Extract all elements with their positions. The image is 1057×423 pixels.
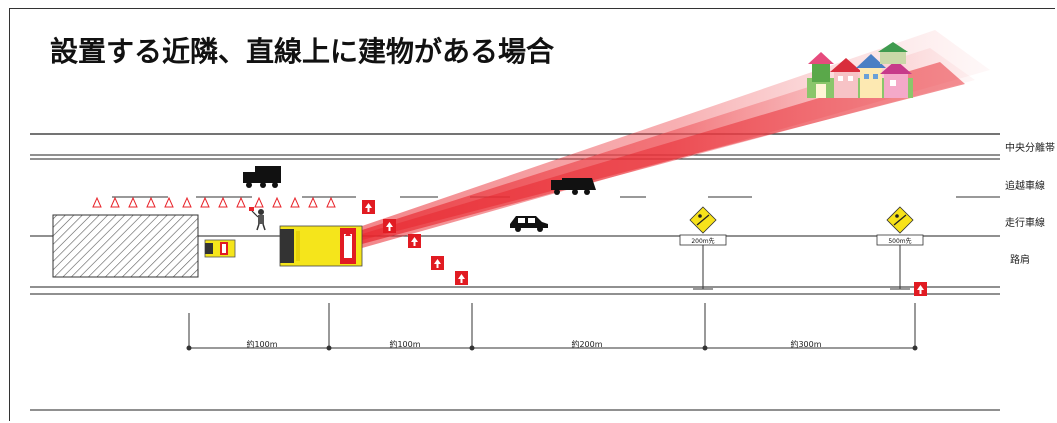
- page-title: 設置する近隣、直線上に建物がある場合: [50, 35, 555, 68]
- distance-label: 約200m: [571, 340, 603, 349]
- work-zone-block: [52, 214, 199, 278]
- lane-label-driving: 走行車線: [1005, 218, 1045, 229]
- sign-label-500m: 500m先: [888, 238, 912, 245]
- distance-scale: [186, 303, 918, 351]
- arrow-board: [455, 271, 468, 285]
- flagman-figure: [249, 207, 266, 231]
- houses-illustration: [807, 42, 913, 98]
- arrow-board: [362, 200, 375, 214]
- warning-sign-500m: [876, 206, 924, 290]
- traffic-cones: [92, 196, 336, 208]
- dump-truck-icon: [551, 178, 596, 195]
- lane-label-passing: 追越車線: [1005, 181, 1045, 192]
- arrow-board-truck: [279, 225, 363, 267]
- small-truck: [204, 239, 236, 258]
- arrow-board: [408, 234, 421, 248]
- truck-icon-upper: [243, 166, 281, 188]
- arrow-board: [383, 219, 396, 233]
- diagram-frame: [9, 8, 1055, 421]
- arrow-board: [914, 282, 927, 296]
- road-lines: [30, 133, 1000, 411]
- car-icon: [510, 216, 548, 232]
- lane-label-shoulder: 路肩: [1010, 255, 1030, 266]
- lane-label-median: 中央分離帯: [1005, 143, 1055, 154]
- warning-sign-200m: [679, 206, 727, 290]
- arrow-board: [431, 256, 444, 270]
- sign-label-200m: 200m先: [691, 238, 715, 245]
- arrow-boards: [362, 200, 927, 296]
- distance-label: 約100m: [389, 340, 421, 349]
- distance-label: 約300m: [790, 340, 822, 349]
- distance-label: 約100m: [246, 340, 278, 349]
